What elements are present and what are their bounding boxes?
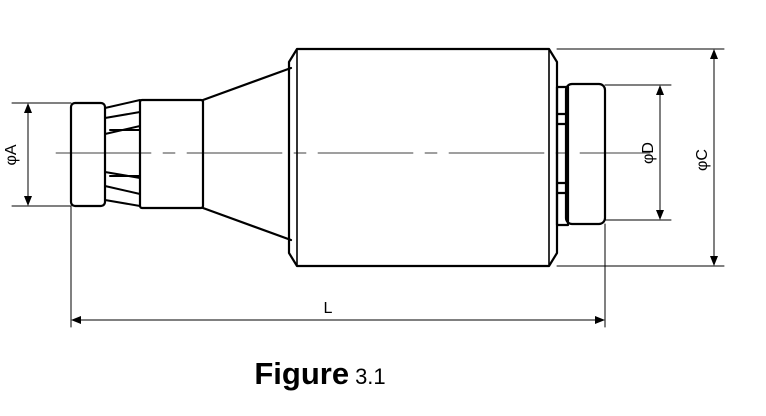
- body-chamfer-lines: [296, 49, 550, 266]
- dimension-l-label: L: [324, 300, 333, 317]
- dimension-a-arrow-top: [24, 103, 32, 113]
- dimension-c-arrow-top: [710, 49, 718, 59]
- dimension-a-label: φA: [3, 144, 20, 165]
- dimension-l: [70, 205, 606, 328]
- dimension-c: [556, 48, 725, 267]
- dimension-l-arrow-right: [595, 316, 605, 324]
- dimension-d-label: φD: [640, 142, 657, 164]
- collet-nut: [138, 98, 205, 210]
- dimension-c-arrow-bottom: [710, 256, 718, 266]
- dimension-a-arrow-bottom: [24, 196, 32, 206]
- dimension-l-arrow-left: [71, 316, 81, 324]
- taper-cone: [201, 66, 293, 242]
- caption-number: 3.1: [355, 364, 386, 389]
- dimension-d: [604, 84, 672, 221]
- dimension-d-arrow-bottom: [656, 210, 664, 220]
- right-pilot: [555, 82, 607, 227]
- dimension-c-label: φC: [694, 149, 711, 171]
- dimension-d-arrow-top: [656, 85, 664, 95]
- collet-jaws: [104, 99, 141, 207]
- left-collar: [69, 101, 107, 208]
- dimension-a: [11, 102, 72, 207]
- main-body: [287, 47, 559, 268]
- caption-word: Figure: [254, 356, 350, 391]
